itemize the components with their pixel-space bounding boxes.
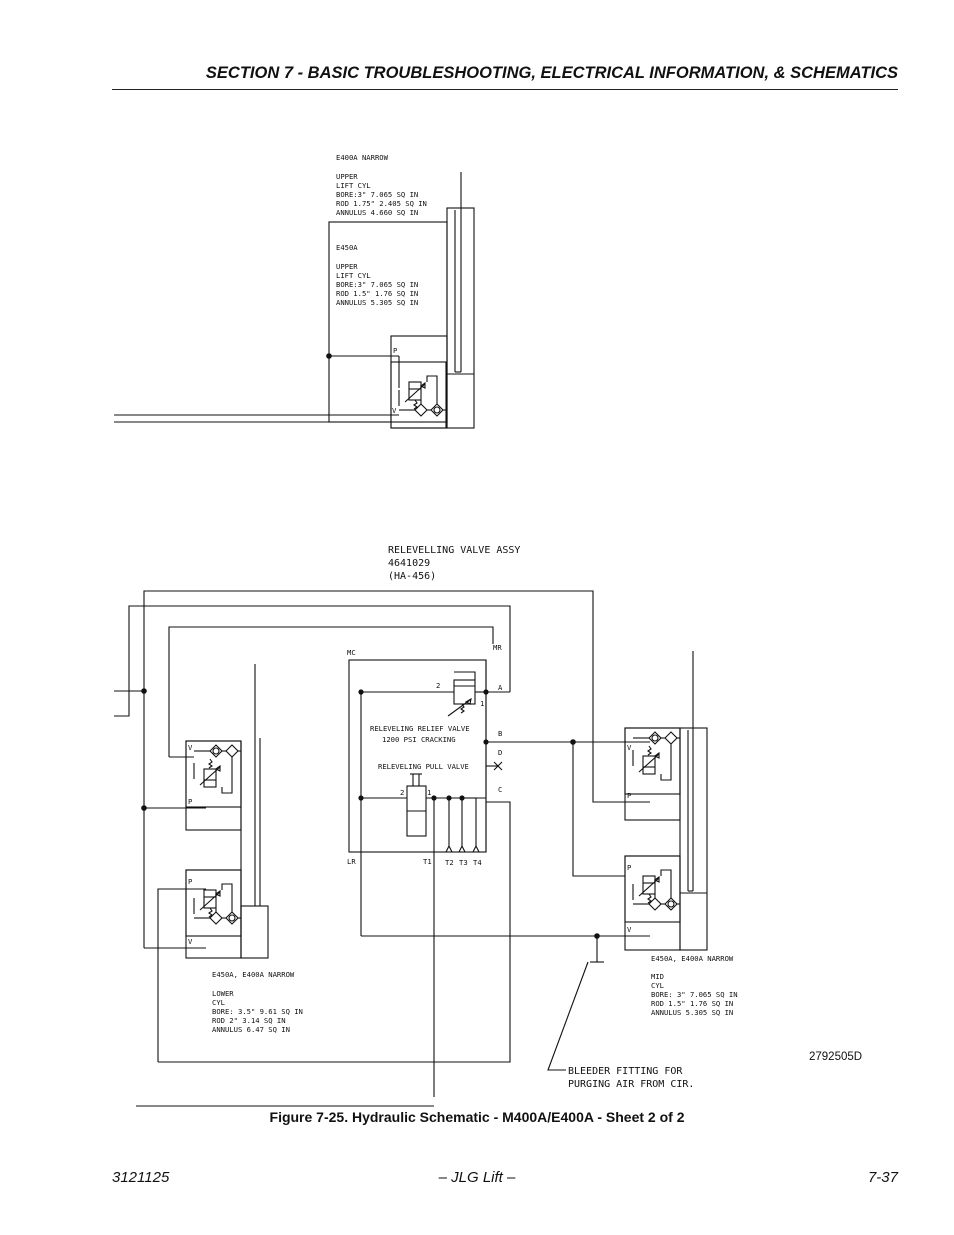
releveling-valve-block: MC MR LR A B D C 2 1 RELEVELING RELIEF V…	[347, 643, 510, 867]
relief-valve-symbol	[453, 679, 476, 705]
upper-port-v: V	[392, 406, 397, 415]
bleeder-label-line1: BLEEDER FITTING FOR	[568, 1066, 683, 1077]
lower-top-port-v: V	[188, 743, 193, 752]
relief-port-2: 2	[436, 681, 440, 690]
upper-e450a-line: ROD 1.5" 1.76 SQ IN	[336, 289, 418, 298]
upper-e450a-line: BORE:3" 7.065 SQ IN	[336, 280, 418, 289]
section-title: SECTION 7 - BASIC TROUBLESHOOTING, ELECT…	[205, 64, 898, 82]
mid-text: ROD 1.5" 1.76 SQ IN	[651, 999, 733, 1008]
tank-t4: T4	[473, 858, 482, 867]
upper-e400a-line: UPPER	[336, 172, 358, 181]
mid-top-valve	[624, 727, 681, 795]
mid-text: E450A, E400A NARROW	[651, 954, 734, 963]
mid-text: MID	[651, 972, 664, 981]
upper-e400a-title: E400A NARROW	[336, 153, 389, 162]
port-c: C	[498, 785, 502, 794]
lower-top-port-p: P	[188, 797, 192, 806]
drawing-number: 2792505D	[809, 1051, 863, 1063]
mid-text: BORE: 3" 7.065 SQ IN	[651, 990, 738, 999]
hydraulic-lines	[114, 590, 650, 1107]
tank-t2: T2	[445, 858, 454, 867]
relief-valve-label: RELEVELING RELIEF VALVE	[370, 724, 470, 733]
upper-port-p: P	[393, 346, 397, 355]
mid-top-port-v: V	[627, 743, 632, 752]
footer-doc-number: 3121125	[112, 1169, 170, 1186]
footer-brand: – JLG Lift –	[438, 1169, 516, 1186]
bleeder-callout: BLEEDER FITTING FOR PURGING AIR FROM CIR…	[547, 961, 694, 1090]
lower-text: LOWER	[212, 989, 234, 998]
lower-text: BORE: 3.5" 9.61 SQ IN	[212, 1007, 303, 1016]
mid-bottom-port-p: P	[627, 863, 631, 872]
lower-text: ANNULUS 6.47 SQ IN	[212, 1025, 290, 1034]
upper-e450a-line: LIFT CYL	[336, 271, 371, 280]
lower-bottom-port-p: P	[188, 877, 192, 886]
lower-top-valve	[185, 740, 242, 808]
upper-e400a-line: ANNULUS 4.660 SQ IN	[336, 208, 418, 217]
pull-valve-label: RELEVELING PULL VALVE	[378, 762, 469, 771]
pull-port-1: 1	[427, 788, 431, 797]
bleeder-label-line2: PURGING AIR FROM CIR.	[568, 1079, 694, 1090]
tank-t3: T3	[459, 858, 468, 867]
upper-e400a-line: ROD 1.75" 2.405 SQ IN	[336, 199, 427, 208]
upper-e450a-line: ANNULUS 5.305 SQ IN	[336, 298, 418, 307]
upper-e450a-line: UPPER	[336, 262, 358, 271]
port-lr: LR	[347, 857, 356, 866]
upper-e400a-line: BORE:3" 7.065 SQ IN	[336, 190, 418, 199]
lower-bottom-valve	[185, 869, 242, 937]
mid-bottom-port-v: V	[627, 925, 632, 934]
lower-text: CYL	[212, 998, 225, 1007]
lower-cylinder-block: V P P V E450A, E400A NARROW LOWER CYL BO…	[141, 688, 303, 1034]
upper-e450a-title: E450A	[336, 243, 358, 252]
mid-cylinder-block: V P P V E450A, E400A NARROW MID CYL BORE…	[570, 651, 738, 1017]
relevelling-assy-title: RELEVELLING VALVE ASSY	[388, 545, 520, 556]
port-d: D	[498, 748, 502, 757]
relevelling-assy-part: 4641029	[388, 558, 430, 569]
mid-text: CYL	[651, 981, 664, 990]
lower-lift-cylinder	[240, 905, 269, 959]
upper-lift-block: E400A NARROW UPPER LIFT CYL BORE:3" 7.06…	[114, 153, 475, 429]
junction-dot	[326, 353, 332, 359]
mid-top-port-p: P	[627, 791, 631, 800]
port-a: A	[498, 683, 503, 692]
mid-text: ANNULUS 5.305 SQ IN	[651, 1008, 733, 1017]
header-rule	[112, 89, 898, 90]
footer-page-number: 7-37	[867, 1169, 898, 1186]
relevelling-title: RELEVELLING VALVE ASSY 4641029 (HA-456)	[388, 545, 520, 582]
port-mr: MR	[493, 643, 502, 652]
lower-text: E450A, E400A NARROW	[212, 970, 295, 979]
upper-e400a-line: LIFT CYL	[336, 181, 371, 190]
relief-valve-spec: 1200 PSI CRACKING	[382, 735, 456, 744]
port-b: B	[498, 729, 502, 738]
relief-port-1: 1	[480, 699, 484, 708]
lower-bottom-port-v: V	[188, 937, 193, 946]
relevelling-assy-ha: (HA-456)	[388, 571, 436, 582]
port-mc: MC	[347, 648, 356, 657]
pull-port-2: 2	[400, 788, 404, 797]
lower-text: ROD 2" 3.14 SQ IN	[212, 1016, 286, 1025]
mid-bottom-valve	[624, 855, 681, 923]
upper-cylinder-frame	[328, 221, 448, 423]
tank-t1: T1	[423, 857, 432, 866]
figure-caption: Figure 7-25. Hydraulic Schematic - M400A…	[269, 1109, 685, 1125]
